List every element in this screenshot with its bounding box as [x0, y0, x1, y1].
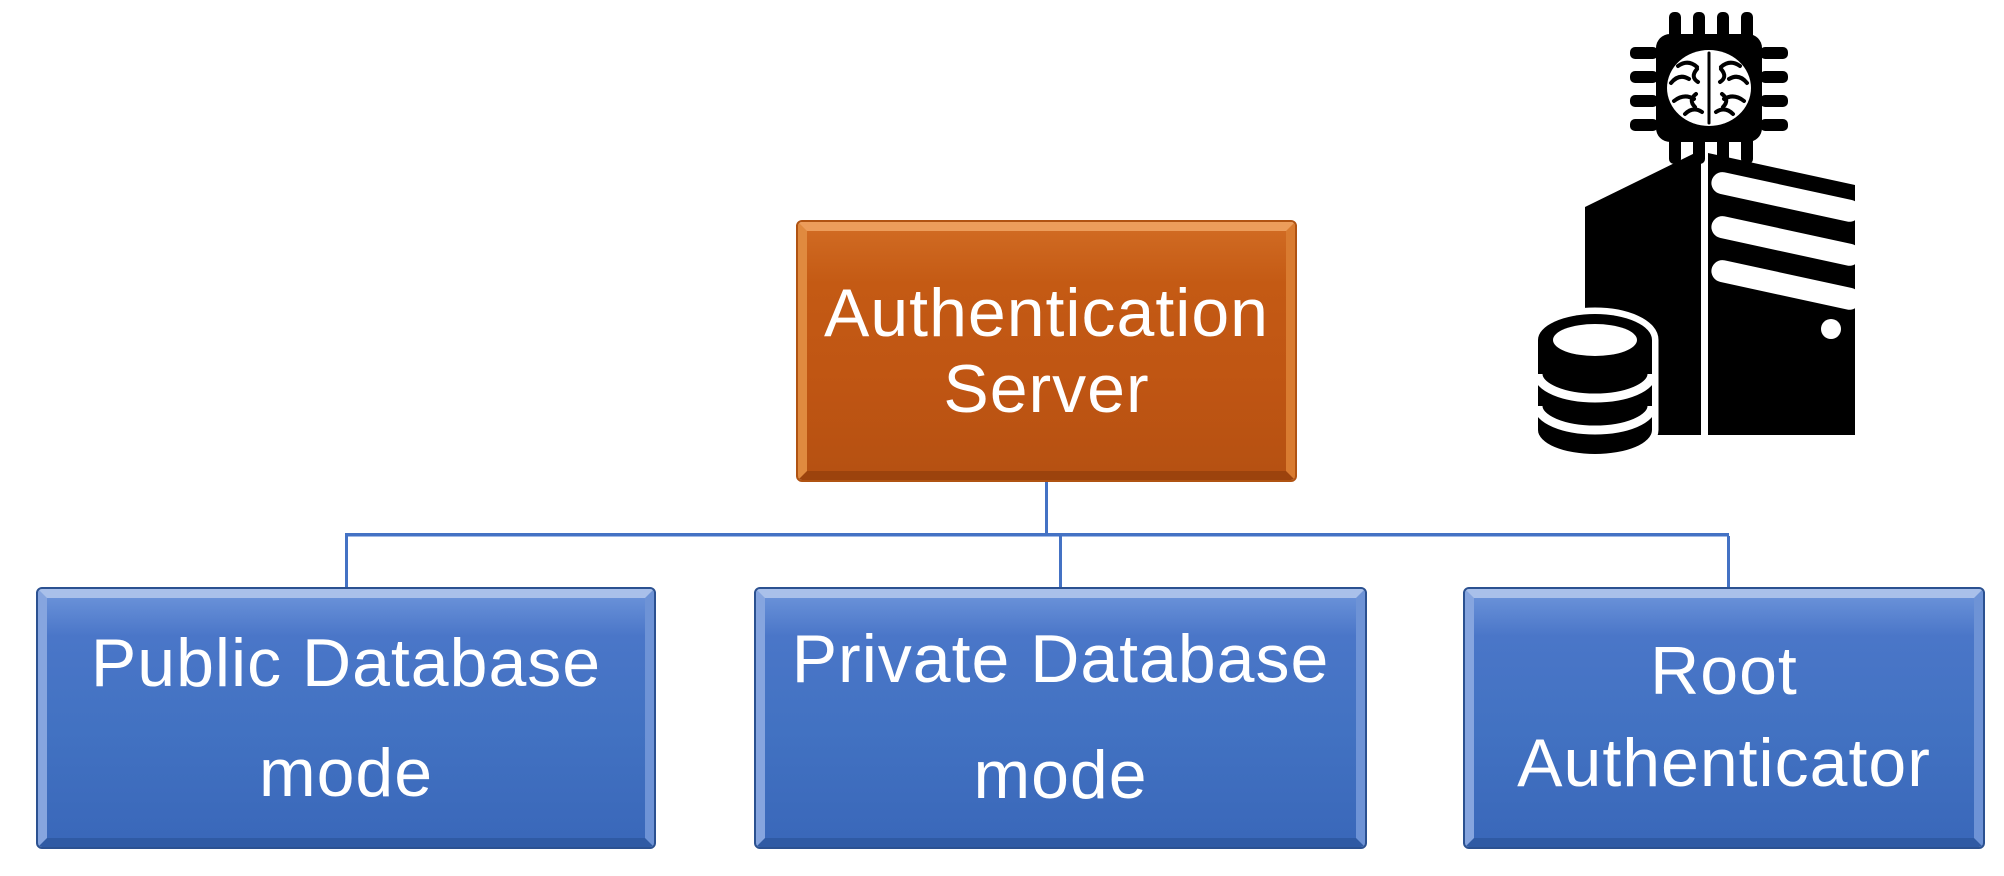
node-label-line: mode: [258, 735, 434, 811]
node-public-database-mode: Public Database mode: [36, 587, 656, 849]
node-label-line: Server: [943, 351, 1150, 427]
node-label-line: Public Database: [90, 624, 602, 701]
database-cylinders-icon: [1531, 307, 1659, 461]
node-label-line: Private Database: [791, 621, 1330, 698]
node-label-line: Authentication: [824, 274, 1269, 351]
node-label-line: Root: [1650, 633, 1798, 710]
connector-horizontal-rail: [345, 533, 1729, 537]
server-tower-icon: [1585, 150, 1855, 435]
node-label-line: Authenticator: [1517, 725, 1931, 801]
node-authentication-server: Authentication Server: [796, 220, 1297, 482]
connector-drop-private: [1059, 536, 1062, 589]
ai-chip-brain-icon: [1630, 12, 1788, 164]
node-label-line: mode: [973, 737, 1148, 813]
connector-drop-public: [345, 536, 348, 589]
ai-database-server-icon: [1531, 12, 1855, 461]
connector-root-stem: [1045, 480, 1048, 536]
node-private-database-mode: Private Database mode: [754, 587, 1367, 849]
node-root-authenticator: Root Authenticator: [1463, 587, 1985, 849]
connector-drop-root-authenticator: [1727, 536, 1730, 589]
